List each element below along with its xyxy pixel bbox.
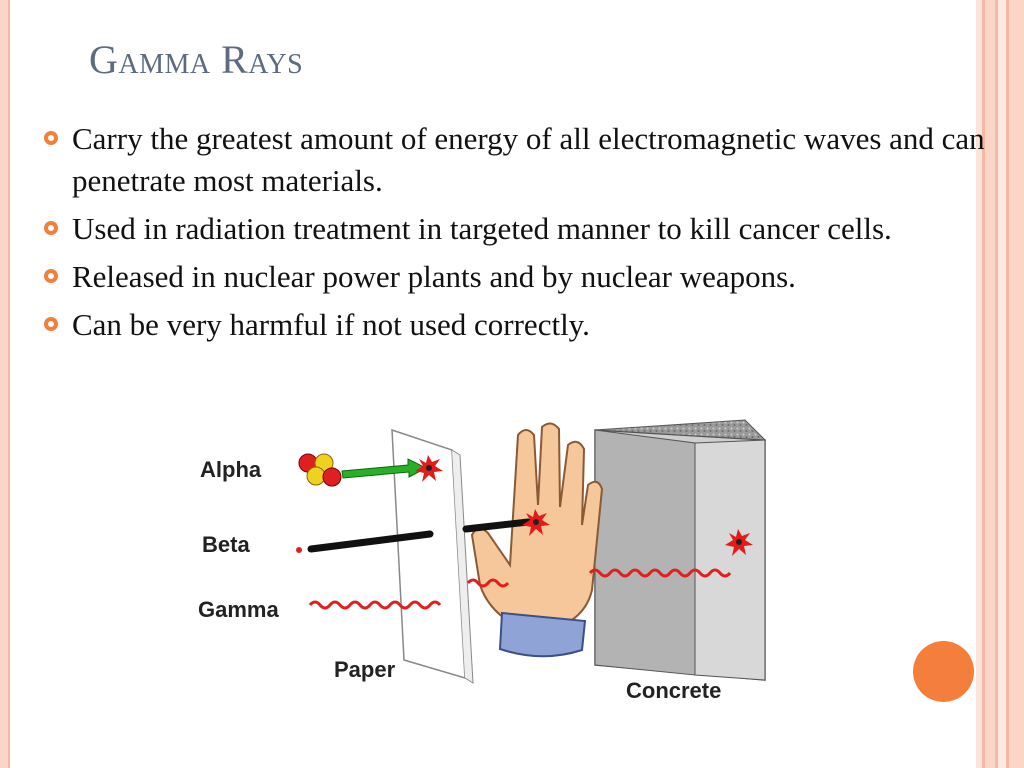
concrete-label: Concrete [626,678,721,703]
bullet-ring-icon [44,269,58,283]
bullet-item: Can be very harmful if not used correctl… [44,304,1004,346]
left-decorative-bar [0,0,10,768]
paper-label: Paper [334,657,396,682]
bullet-text: Can be very harmful if not used correctl… [72,307,590,342]
slide-title: Gamma Rays [89,37,304,82]
bullet-ring-icon [44,221,58,235]
hand-illustration [470,422,604,658]
beta-label: Beta [202,532,250,557]
alpha-impact-burst [415,455,443,482]
beta-ray [307,518,532,553]
beta-impact-burst [522,509,550,536]
decorative-orange-circle [913,641,974,702]
gamma-label: Gamma [198,597,279,622]
bullet-text: Released in nuclear power plants and by … [72,259,796,294]
bullet-list: Carry the greatest amount of energy of a… [44,118,1004,352]
alpha-particle-cluster [298,453,342,487]
bullet-text: Carry the greatest amount of energy of a… [72,121,985,198]
alpha-label: Alpha [200,457,262,482]
bullet-item: Used in radiation treatment in targeted … [44,208,1004,250]
beta-particle-dot [296,547,302,553]
bullet-ring-icon [44,317,58,331]
concrete-block [594,419,767,681]
gamma-ray [308,568,732,610]
gamma-impact-burst [725,529,753,556]
bullet-ring-icon [44,131,58,145]
bullet-item: Released in nuclear power plants and by … [44,256,1004,298]
radiation-penetration-diagram: Alpha Beta Gamma Paper Concrete [198,419,767,703]
alpha-arrow [341,458,428,479]
right-decorative-bars [976,0,1024,768]
bullet-item: Carry the greatest amount of energy of a… [44,118,1004,202]
bullet-text: Used in radiation treatment in targeted … [72,211,892,246]
paper-sheet [391,428,474,684]
